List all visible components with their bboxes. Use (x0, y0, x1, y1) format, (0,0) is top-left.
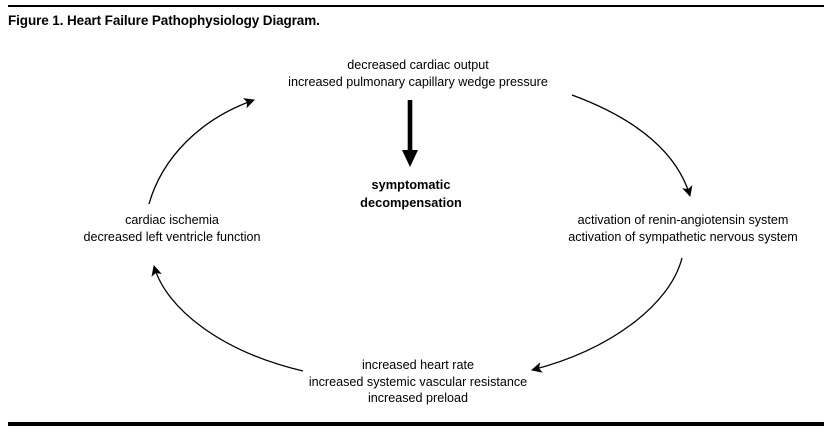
node-right-line-2: activation of sympathetic nervous system (568, 229, 798, 244)
node-top-line-2: increased pulmonary capillary wedge pres… (288, 74, 548, 89)
node-symptomatic-decompensation: symptomatic decompensation (360, 176, 462, 211)
arrow-right-to-bottom (531, 257, 683, 373)
node-center-line-1: symptomatic (371, 177, 451, 192)
figure-top-rule (8, 5, 824, 7)
node-neurohormonal-activation: activation of renin-angiotensin system a… (568, 212, 798, 245)
node-cardiac-ischemia: cardiac ischemia decreased left ventricl… (83, 212, 260, 245)
figure-title: Figure 1. Heart Failure Pathophysiology … (8, 13, 320, 28)
node-left-line-1: cardiac ischemia (125, 213, 219, 227)
node-top-line-1: decreased cardiac output (347, 58, 489, 72)
arrow-bottom-to-left (151, 265, 304, 372)
node-right-line-1: activation of renin-angiotensin system (577, 213, 789, 227)
node-center-line-2: decompensation (360, 194, 462, 210)
node-bottom-line-1: increased heart rate (361, 358, 474, 372)
node-bottom-line-2: increased systemic vascular resistance (308, 374, 528, 389)
arrow-top-to-right (571, 94, 693, 197)
figure-bottom-rule (8, 422, 824, 426)
node-hemodynamic-response: increased heart rate increased systemic … (309, 357, 527, 407)
node-bottom-line-3: increased preload (367, 391, 469, 405)
node-decreased-cardiac-output: decreased cardiac output increased pulmo… (288, 57, 548, 90)
node-left-line-2: decreased left ventricle function (83, 229, 261, 244)
arrow-left-to-top (148, 98, 255, 205)
arrow-top-to-center (402, 100, 418, 167)
